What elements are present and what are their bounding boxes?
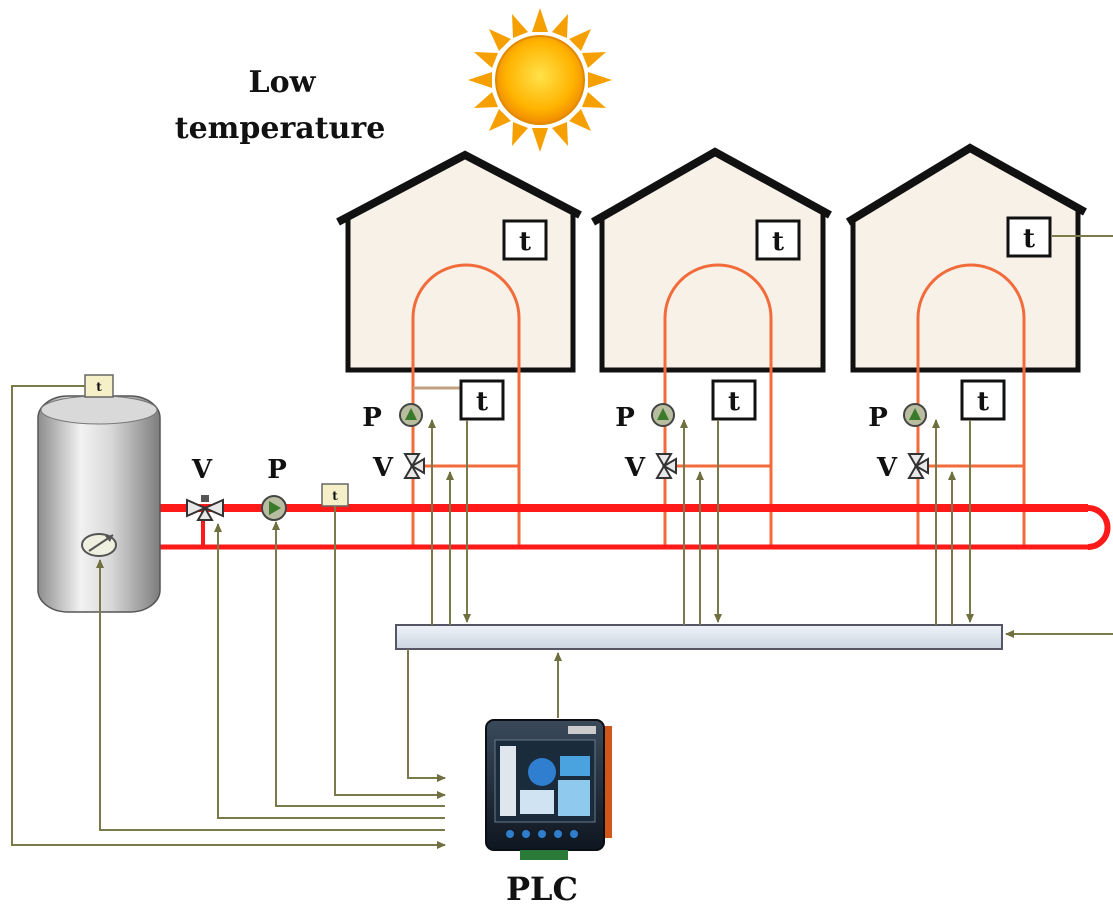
loop-sensor-2-label: t [728, 387, 740, 417]
loop-sensor-2: t [711, 379, 757, 421]
zone-3-controls: P V [868, 403, 929, 483]
main-pipe-loop [160, 504, 1111, 550]
pump-icon [261, 495, 287, 521]
plc-controller-icon [485, 719, 612, 860]
house-1 [336, 150, 582, 373]
tank-heater-icon [81, 533, 117, 557]
room-sensor-2: t [755, 219, 801, 261]
pump-icon [651, 403, 675, 427]
supply-sensor-label: t [332, 489, 338, 503]
main-pump-label: P [267, 455, 287, 485]
pump-icon [399, 403, 423, 427]
three-way-valve-icon [186, 495, 224, 521]
loop-sensor-1: t [459, 379, 505, 421]
tank-temperature-sensor: t [84, 374, 114, 398]
three-way-valve-icon [907, 453, 929, 479]
zone-3-valve-label: V [876, 453, 898, 483]
sun-icon [468, 8, 612, 152]
heating-loops [411, 263, 1026, 545]
three-way-valve-icon [403, 453, 425, 479]
title-line-1: Low [249, 65, 317, 100]
room-sensor-1: t [502, 219, 548, 261]
room-sensor-1-label: t [519, 227, 531, 257]
zone-2-valve-label: V [624, 453, 646, 483]
room-sensor-2-label: t [772, 227, 784, 257]
zone-1-controls: P V [362, 403, 425, 483]
three-way-valve-icon [655, 453, 677, 479]
pump-icon [903, 403, 927, 427]
house-3 [845, 143, 1087, 373]
tank-sensor-label: t [96, 380, 102, 394]
zone-3-pump-label: P [868, 403, 888, 433]
house-2 [591, 147, 832, 373]
loop-sensor-3-label: t [977, 387, 989, 417]
supply-temperature-sensor: t [321, 483, 349, 507]
zone-2-pump-label: P [615, 403, 635, 433]
loop-sensor-1-label: t [476, 387, 488, 417]
room-sensor-3-label: t [1023, 224, 1035, 254]
zone-1-pump-label: P [362, 403, 382, 433]
zone-1-valve-label: V [372, 453, 394, 483]
signal-lines [11, 235, 1113, 849]
room-sensor-3: t [1006, 216, 1052, 258]
loop-sensor-3: t [960, 379, 1006, 421]
plc-label: PLC [506, 870, 578, 908]
bypass-lines [413, 386, 1024, 468]
title-line-2: temperature [175, 111, 386, 146]
zone-2-controls: P V [615, 403, 677, 483]
main-valve-label: V [191, 455, 213, 485]
communication-bus [395, 624, 1003, 650]
